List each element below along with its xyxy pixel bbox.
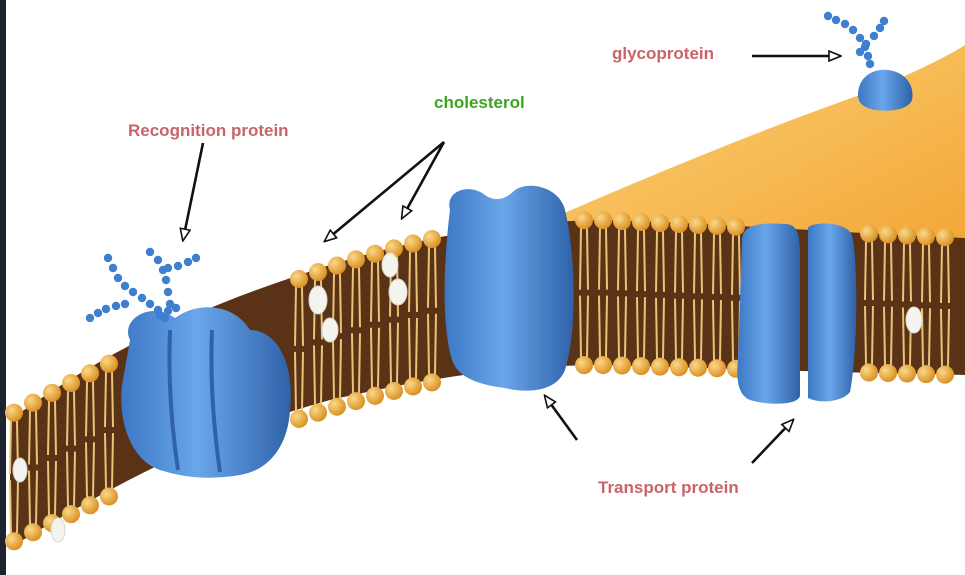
glycoprotein-label: glycoprotein — [612, 44, 714, 64]
channel-protein — [445, 186, 574, 391]
arrow-channel-protein — [545, 396, 577, 440]
arrow-recognition-protein — [183, 143, 203, 240]
arrow-transport-protein — [752, 420, 793, 463]
recognition-protein-label: Recognition protein — [128, 121, 289, 141]
transport-protein-shape — [737, 223, 856, 403]
glycoprotein-sugar-chain — [824, 12, 888, 68]
arrow-cholesterol-1 — [325, 142, 444, 241]
cholesterol-label: cholesterol — [434, 93, 525, 113]
glycoprotein-shape — [858, 70, 913, 111]
recognition-sugar-chain — [86, 248, 200, 322]
arrow-cholesterol-2 — [402, 142, 444, 218]
transport-protein-label: Transport protein — [598, 478, 739, 498]
